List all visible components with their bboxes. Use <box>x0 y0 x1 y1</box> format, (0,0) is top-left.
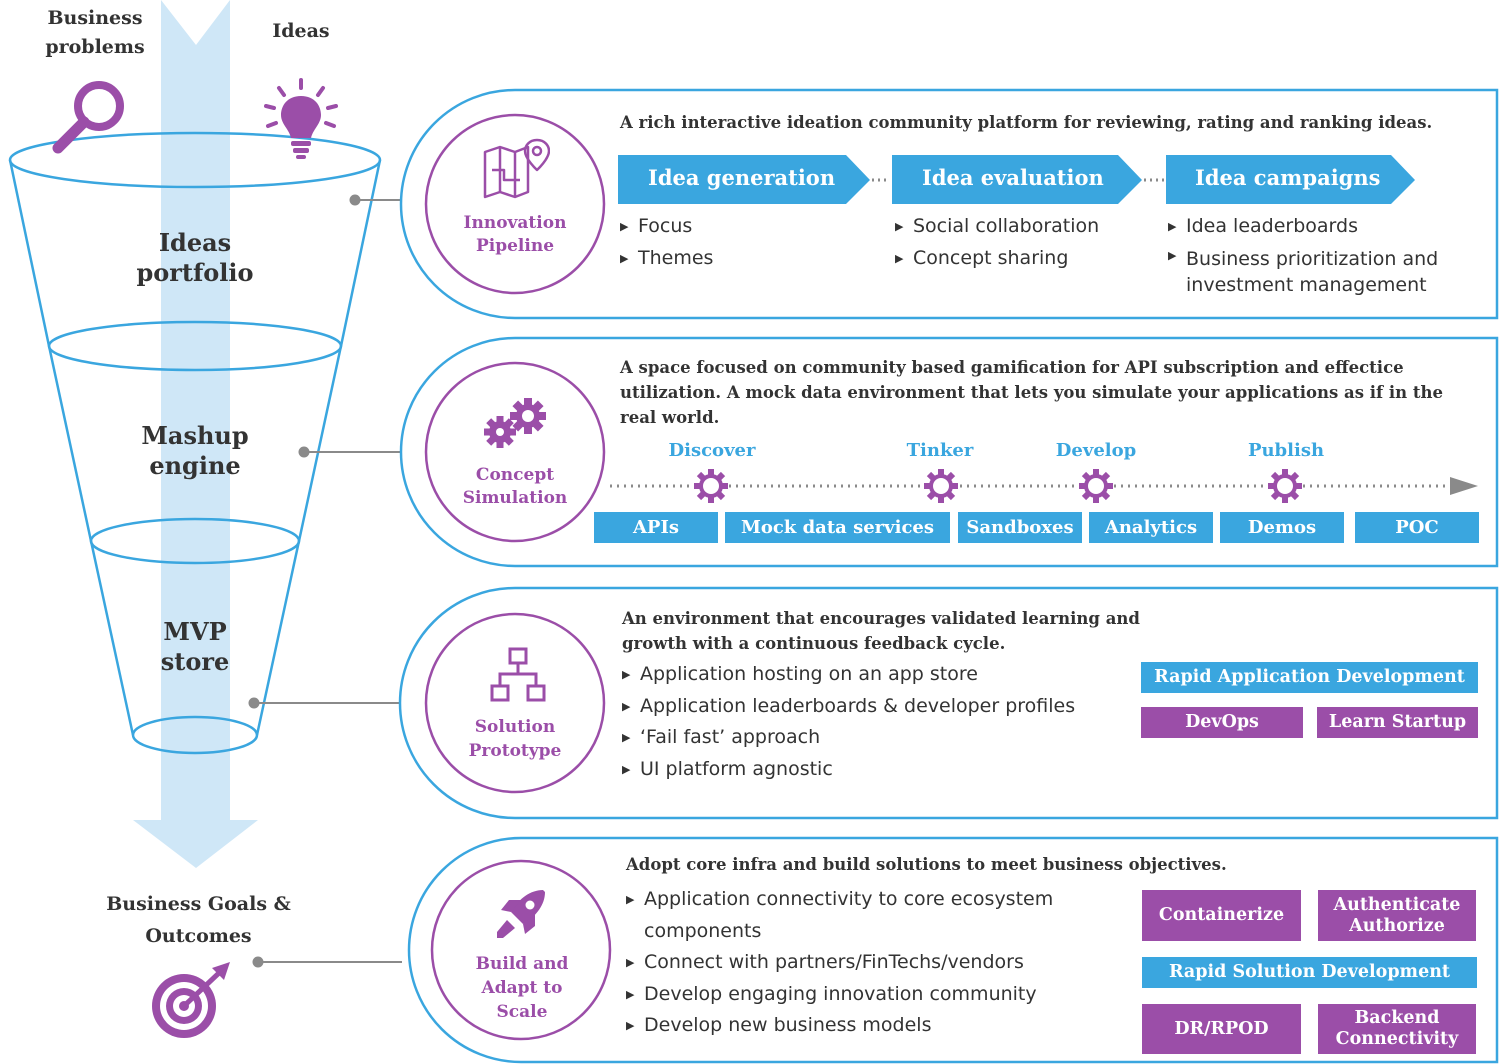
list-item: Themes <box>620 243 870 275</box>
panel-circle-2 <box>424 361 606 543</box>
list-item: Social collaboration <box>895 211 1155 243</box>
list-item: Application hosting on an app store <box>622 659 1122 691</box>
panel-circle-1 <box>424 113 606 295</box>
panel-title-build-and-adapt: Build and Adapt to Scale <box>475 954 569 1022</box>
tag-dr-rpod: DR/RPOD <box>1142 1004 1301 1054</box>
list-item: Connect with partners/FinTechs/vendors <box>626 947 1066 979</box>
tag-containerize: Containerize <box>1142 890 1301 941</box>
lightbulb-icon <box>264 78 338 159</box>
tag-learn-startup: Learn Startup <box>1317 707 1478 738</box>
panel-title-solution-prototype: Solution Prototype <box>468 717 562 761</box>
tag-backend-connectivity: Backend Connectivity <box>1318 1004 1476 1054</box>
phase-discover: Discover <box>668 440 756 461</box>
tag-devops: DevOps <box>1141 707 1303 738</box>
stage-mvp-store: MVP store <box>160 617 230 676</box>
map-pin-icon <box>483 138 550 199</box>
panel-frame-2 <box>399 336 1499 568</box>
panel-title-concept-simulation: Concept Simulation <box>462 465 568 508</box>
rocket-icon <box>497 890 545 938</box>
gears-icon <box>484 398 546 448</box>
list-item: Application leaderboards & developer pro… <box>622 691 1122 723</box>
flow-arrow-band <box>133 0 258 868</box>
phase-publish: Publish <box>1247 440 1325 461</box>
label-business-problems: Business problems <box>45 7 145 58</box>
list-item: UI platform agnostic <box>622 754 1122 786</box>
panel-1-heading: A rich interactive ideation community pl… <box>620 113 1433 132</box>
list-item: Develop new business models <box>626 1010 1066 1042</box>
step-idea-evaluation: Idea evaluation <box>922 165 1104 190</box>
target-icon <box>152 962 230 1038</box>
stage-mashup-engine: Mashup engine <box>141 421 249 480</box>
label-ideas: Ideas <box>272 20 330 42</box>
list-item: Concept sharing <box>895 243 1155 275</box>
tile-apis: APIs <box>594 512 718 543</box>
hierarchy-icon <box>490 647 546 702</box>
tile-analytics: Analytics <box>1089 512 1213 543</box>
bullets-solution-prototype: Application hosting on an app store Appl… <box>622 659 1122 785</box>
tile-sandboxes: Sandboxes <box>958 512 1082 543</box>
magnifier-icon <box>52 81 124 154</box>
bullets-idea-evaluation: Social collaboration Concept sharing <box>895 211 1155 274</box>
panel-2-heading: A space focused on community based gamif… <box>620 358 1443 427</box>
pipeline-chevrons <box>618 155 1415 204</box>
panel-3-heading: An environment that encourages validated… <box>622 609 1140 653</box>
tile-poc: POC <box>1355 512 1479 543</box>
phase-develop: Develop <box>1055 440 1137 461</box>
list-item: Focus <box>620 211 870 243</box>
list-item: ‘Fail fast’ approach <box>622 722 1122 754</box>
panel-circle-4 <box>430 859 612 1041</box>
tile-demos: Demos <box>1220 512 1344 543</box>
list-item: Idea leaderboards <box>1168 211 1478 243</box>
panel-title-innovation-pipeline: Innovation Pipeline <box>463 213 567 256</box>
step-idea-campaigns: Idea campaigns <box>1195 165 1381 190</box>
simulation-timeline <box>610 469 1478 503</box>
list-item: Develop engaging innovation community <box>626 979 1066 1011</box>
bullets-idea-campaigns: Idea leaderboards Business prioritizatio… <box>1168 211 1478 298</box>
stage-ideas-portfolio: Ideas portfolio <box>136 228 254 287</box>
phase-tinker: Tinker <box>906 440 974 461</box>
panel-circle-3 <box>424 612 606 794</box>
panel-4-heading: Adopt core infra and build solutions to … <box>626 855 1227 874</box>
tile-mock-data-services: Mock data services <box>725 512 950 543</box>
label-business-goals: Business Goals & Outcomes <box>106 893 291 947</box>
tag-rapid-solution-development: Rapid Solution Development <box>1142 957 1477 988</box>
step-idea-generation: Idea generation <box>648 165 836 190</box>
bullets-build-and-adapt: Application connectivity to core ecosyst… <box>626 884 1066 1042</box>
list-item: Application connectivity to core ecosyst… <box>626 884 1066 947</box>
tag-authenticate-authorize: Authenticate Authorize <box>1318 890 1476 941</box>
list-item: Business prioritization and investment m… <box>1168 243 1478 298</box>
tag-rapid-application-development: Rapid Application Development <box>1141 662 1478 693</box>
bullets-idea-generation: Focus Themes <box>620 211 870 274</box>
